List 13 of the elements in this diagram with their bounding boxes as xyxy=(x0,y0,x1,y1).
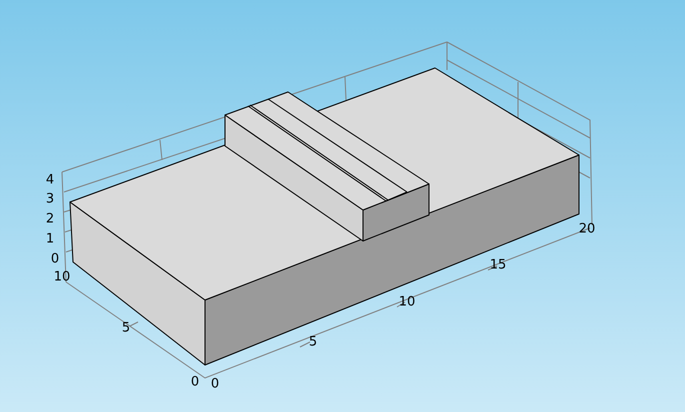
axis-tick-label: 1 xyxy=(46,232,54,246)
axis-tick-label: 10 xyxy=(54,270,70,284)
axis-tick-label: 0 xyxy=(190,374,200,390)
axis-tick-label: 4 xyxy=(46,172,54,188)
axis-tick-label: 5 xyxy=(308,334,318,350)
axis-tick-label: 20 xyxy=(578,222,596,236)
axis-tick-label: 3 xyxy=(46,192,54,206)
axis-tick-label: 0 xyxy=(50,252,60,266)
axis-tick-label: 10 xyxy=(398,294,416,310)
axis-tick-label: 2 xyxy=(46,212,54,226)
axis-tick-label: 15 xyxy=(490,258,506,272)
axis-tick-label: 0 xyxy=(210,376,220,392)
axis-tick-label: 5 xyxy=(122,320,130,336)
